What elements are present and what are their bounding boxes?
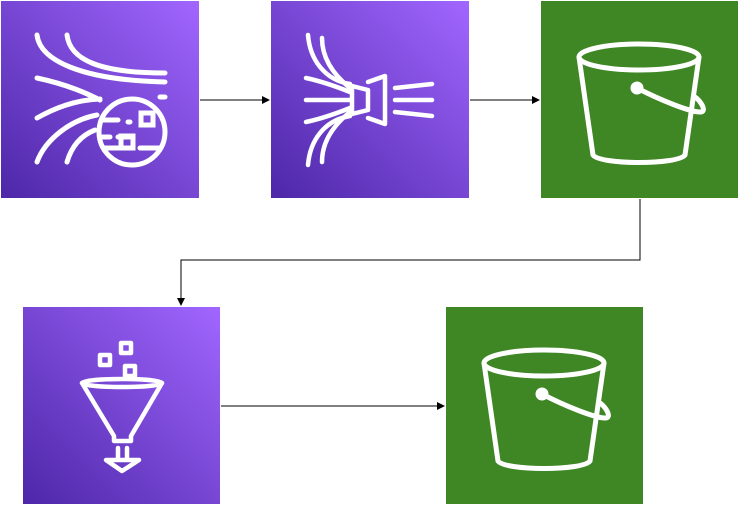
edge-bucket-to-glue <box>177 199 641 306</box>
node-bucket-raw[interactable] <box>541 1 738 198</box>
s3-bucket-icon <box>576 41 706 165</box>
node-data-streams[interactable] <box>1 1 199 198</box>
node-glue[interactable] <box>23 307 220 504</box>
node-bucket-processed[interactable] <box>446 307 643 504</box>
glue-funnel-icon <box>79 340 165 474</box>
node-firehose[interactable] <box>271 1 469 198</box>
kinesis-data-streams-icon <box>34 32 168 168</box>
s3-bucket-icon <box>481 347 611 471</box>
kinesis-firehose-icon <box>303 32 435 168</box>
